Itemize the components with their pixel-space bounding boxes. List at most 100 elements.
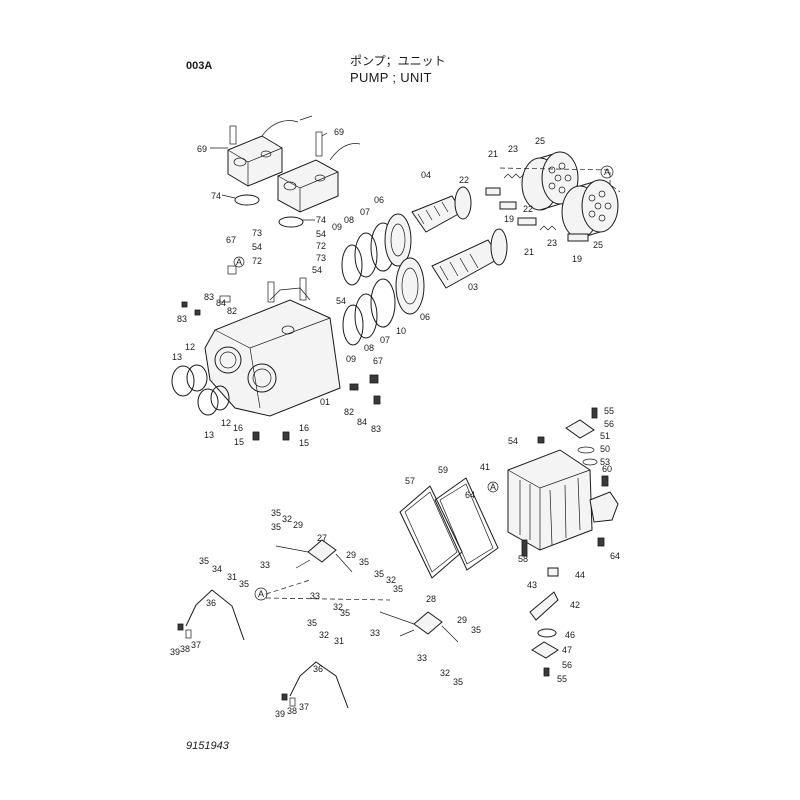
label-41: 41 xyxy=(480,462,490,472)
leader-lines-valves xyxy=(210,132,328,221)
label-50: 50 xyxy=(600,444,610,454)
label-64: 64 xyxy=(610,551,620,561)
label-32: 32 xyxy=(440,668,450,678)
label-44: 44 xyxy=(575,570,585,580)
label-51: 51 xyxy=(600,431,610,441)
label-82: 82 xyxy=(227,306,237,316)
label-35: 35 xyxy=(307,618,317,628)
label-07: 07 xyxy=(380,335,390,345)
label-29: 29 xyxy=(457,615,467,625)
label-04: 04 xyxy=(421,170,431,180)
label-35: 35 xyxy=(271,522,281,532)
label-27: 27 xyxy=(317,533,327,543)
label-35: 35 xyxy=(239,579,249,589)
bearing-stack-lower xyxy=(342,257,425,346)
label-23: 23 xyxy=(547,238,557,248)
gasket-57 xyxy=(399,485,463,579)
label-25: 25 xyxy=(593,240,603,250)
top-right-fittings xyxy=(537,407,609,487)
label-09: 09 xyxy=(332,222,342,232)
label-67: 67 xyxy=(373,356,383,366)
pistons-and-springs xyxy=(485,173,589,242)
small-fittings-left xyxy=(181,265,381,441)
label-a: A xyxy=(604,167,610,177)
label-56: 56 xyxy=(604,419,614,429)
label-32: 32 xyxy=(333,602,343,612)
label-a: A xyxy=(490,482,496,492)
label-35: 35 xyxy=(471,625,481,635)
label-29: 29 xyxy=(346,550,356,560)
label-35: 35 xyxy=(453,677,463,687)
label-16: 16 xyxy=(233,423,243,433)
shaft-04 xyxy=(411,186,472,233)
label-16: 16 xyxy=(299,423,309,433)
ref-circle-left xyxy=(233,256,245,268)
control-valve-left xyxy=(227,115,313,206)
label-21: 21 xyxy=(524,247,534,257)
label-08: 08 xyxy=(344,215,354,225)
label-54: 54 xyxy=(336,296,346,306)
dashed-ref-lower xyxy=(265,579,391,601)
seal-rings-13-12 xyxy=(171,364,230,416)
label-15: 15 xyxy=(299,438,309,448)
label-22: 22 xyxy=(459,175,469,185)
label-23: 23 xyxy=(508,144,518,154)
label-74: 74 xyxy=(316,215,326,225)
label-06: 06 xyxy=(374,195,384,205)
title-english: PUMP ; UNIT xyxy=(350,70,432,85)
gasket-59 xyxy=(434,477,499,571)
label-31: 31 xyxy=(334,636,344,646)
cylinder-block-lower xyxy=(561,179,619,239)
label-13: 13 xyxy=(172,352,182,362)
label-33: 33 xyxy=(417,653,427,663)
right-housing xyxy=(507,449,619,551)
label-83: 83 xyxy=(371,424,381,434)
document-number: 9151943 xyxy=(186,740,229,752)
label-08: 08 xyxy=(364,343,374,353)
label-38: 38 xyxy=(287,706,297,716)
label-64: 64 xyxy=(465,490,475,500)
label-47: 47 xyxy=(562,645,572,655)
label-a: A xyxy=(236,257,242,267)
label-37: 37 xyxy=(299,702,309,712)
label-54: 54 xyxy=(312,265,322,275)
label-84: 84 xyxy=(357,417,367,427)
label-84: 84 xyxy=(216,298,226,308)
label-38: 38 xyxy=(180,644,190,654)
label-25: 25 xyxy=(535,136,545,146)
label-83: 83 xyxy=(204,292,214,302)
label-57: 57 xyxy=(405,476,415,486)
label-32: 32 xyxy=(282,514,292,524)
label-56: 56 xyxy=(562,660,572,670)
label-35: 35 xyxy=(374,569,384,579)
label-01: 01 xyxy=(320,397,330,407)
label-06: 06 xyxy=(420,312,430,322)
label-69: 69 xyxy=(197,144,207,154)
label-12: 12 xyxy=(221,418,231,428)
label-36: 36 xyxy=(313,664,323,674)
label-67: 67 xyxy=(226,235,236,245)
linkage-upper xyxy=(177,539,353,641)
label-72: 72 xyxy=(316,241,326,251)
label-10: 10 xyxy=(396,326,406,336)
label-74: 74 xyxy=(211,191,221,201)
label-42: 42 xyxy=(570,600,580,610)
label-46: 46 xyxy=(565,630,575,640)
label-19: 19 xyxy=(504,214,514,224)
label-33: 33 xyxy=(370,628,380,638)
linkage-lower xyxy=(281,611,459,709)
label-37: 37 xyxy=(191,640,201,650)
label-58: 58 xyxy=(518,554,528,564)
control-valve-right xyxy=(277,131,361,228)
label-59: 59 xyxy=(438,465,448,475)
label-55: 55 xyxy=(604,406,614,416)
label-35: 35 xyxy=(199,556,209,566)
label-31: 31 xyxy=(227,572,237,582)
ref-circle-lower xyxy=(254,587,268,601)
right-lower-parts xyxy=(521,537,605,677)
label-a: A xyxy=(258,589,264,599)
label-36: 36 xyxy=(206,598,216,608)
label-15: 15 xyxy=(234,437,244,447)
page-code: 003A xyxy=(186,60,213,72)
label-34: 34 xyxy=(212,564,222,574)
